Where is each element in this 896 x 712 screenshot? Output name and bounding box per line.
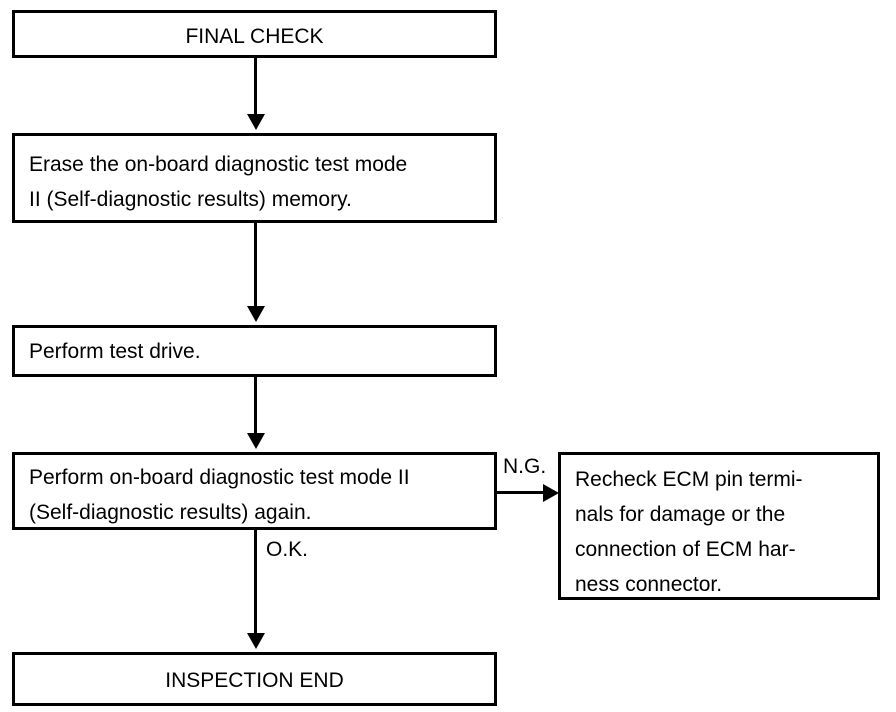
node-inspection-end: INSPECTION END — [12, 652, 497, 706]
node-recheck-ecm: Recheck ECM pin termi- nals for damage o… — [558, 452, 880, 600]
edge-label-ok: O.K. — [266, 538, 309, 561]
edge-test-drive-to-diagnostic-arrowhead — [247, 433, 265, 449]
node-erase-memory-label: Erase the on-board diagnostic test mode … — [29, 153, 408, 211]
node-perform-diagnostic-again-label: Perform on-board diagnostic test mode II… — [29, 466, 410, 524]
node-erase-memory: Erase the on-board diagnostic test mode … — [12, 133, 497, 223]
edge-test-drive-to-diagnostic-line — [254, 377, 257, 436]
node-recheck-ecm-label: Recheck ECM pin termi- nals for damage o… — [575, 468, 803, 596]
node-final-check-label: FINAL CHECK — [185, 25, 324, 48]
edge-final-check-to-erase-arrowhead — [247, 114, 265, 130]
node-final-check: FINAL CHECK — [12, 10, 497, 58]
edge-erase-to-test-drive-line — [254, 223, 257, 309]
edge-ok-branch-arrowhead — [247, 633, 265, 649]
node-perform-test-drive-label: Perform test drive. — [29, 340, 201, 363]
node-inspection-end-label: INSPECTION END — [165, 669, 344, 692]
edge-ng-branch-line — [497, 491, 547, 494]
node-perform-diagnostic-again: Perform on-board diagnostic test mode II… — [12, 452, 497, 530]
edge-ok-branch-line — [254, 530, 257, 636]
edge-label-ng: N.G. — [503, 455, 547, 478]
edge-final-check-to-erase-line — [254, 58, 257, 118]
edge-ng-branch-arrowhead — [543, 484, 559, 502]
node-perform-test-drive: Perform test drive. — [12, 325, 497, 377]
edge-erase-to-test-drive-arrowhead — [247, 306, 265, 322]
